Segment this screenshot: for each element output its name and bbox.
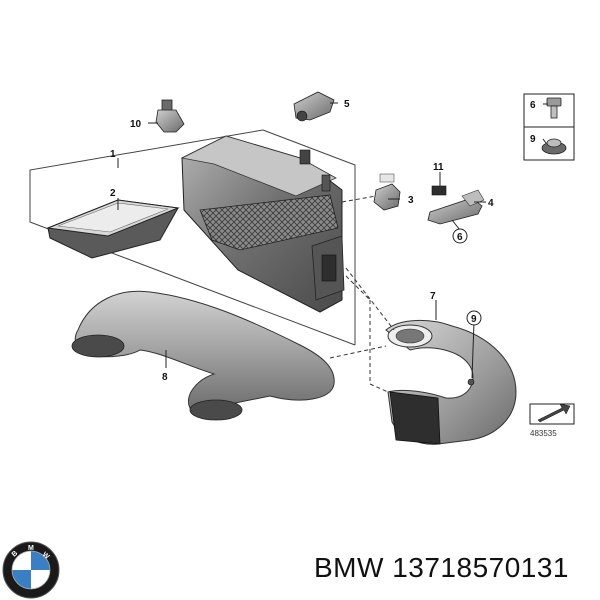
callouts: 1 2 3 4 5 6 7 8 9 10 11 bbox=[110, 99, 536, 383]
small-parts-box bbox=[523, 93, 575, 161]
logo-letter-b: B bbox=[11, 550, 19, 559]
dashed-connectors bbox=[329, 195, 395, 393]
callout-3: 3 bbox=[408, 195, 414, 206]
callout-7: 7 bbox=[430, 291, 436, 302]
callout-5: 5 bbox=[344, 99, 350, 110]
callout-4: 4 bbox=[488, 198, 494, 209]
clip-part bbox=[373, 173, 401, 211]
logo-letter-m: M bbox=[28, 545, 34, 552]
reference-box: 483535 bbox=[529, 403, 575, 438]
leader-lines bbox=[117, 102, 548, 379]
callout-6-top: 6 bbox=[530, 100, 536, 111]
intake-duct bbox=[71, 290, 335, 421]
callout-9-circled: 9 bbox=[471, 314, 477, 325]
part-number-caption: BMW 13718570131 bbox=[314, 552, 570, 583]
bmw-logo: B M W bbox=[2, 541, 60, 599]
air-filter-housing bbox=[180, 135, 345, 313]
bolt-part bbox=[546, 97, 562, 119]
grommet-part bbox=[541, 138, 567, 155]
callout-10: 10 bbox=[130, 119, 142, 130]
bracket-part bbox=[427, 185, 485, 225]
callout-11: 11 bbox=[433, 162, 444, 173]
logo-letter-w: W bbox=[41, 551, 51, 561]
callout-1: 1 bbox=[110, 149, 116, 160]
callout-8: 8 bbox=[162, 372, 168, 383]
connector-part bbox=[293, 91, 335, 122]
assembly-outline bbox=[29, 129, 356, 346]
sensor-part bbox=[155, 99, 185, 133]
reference-number: 483535 bbox=[530, 429, 557, 438]
circled-callout-9: 9 bbox=[466, 310, 482, 326]
callout-6-circled: 6 bbox=[457, 232, 463, 243]
callout-2: 2 bbox=[110, 188, 116, 199]
circled-callout-6: 6 bbox=[452, 228, 468, 244]
air-filter-element bbox=[46, 199, 180, 259]
intake-hose bbox=[385, 319, 517, 445]
callout-9-top: 9 bbox=[530, 134, 536, 145]
